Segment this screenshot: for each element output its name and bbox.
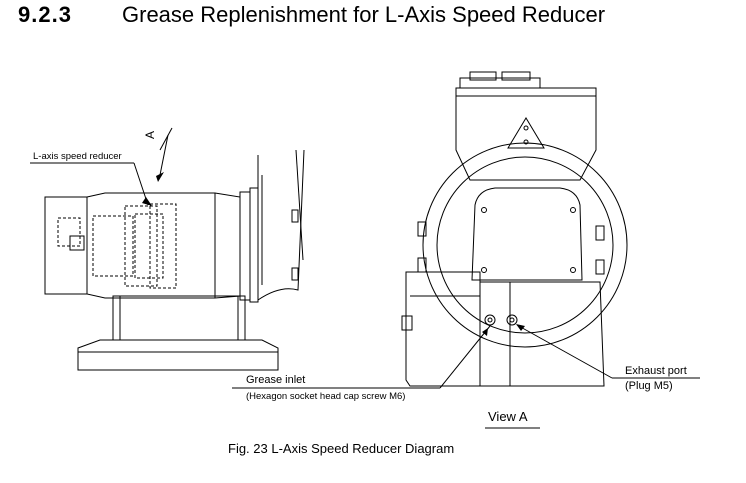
view-arrow-label: A bbox=[143, 130, 158, 140]
figure-caption: Fig. 23 L-Axis Speed Reducer Diagram bbox=[228, 441, 455, 456]
grease-inlet-label: Grease inlet bbox=[246, 374, 306, 386]
section-number: 9.2.3 bbox=[18, 2, 72, 27]
exhaust-port-note: (Plug M5) bbox=[625, 380, 673, 392]
section-title: Grease Replenishment for L-Axis Speed Re… bbox=[122, 2, 606, 27]
section-heading: 9.2.3 Grease Replenishment for L-Axis Sp… bbox=[18, 2, 605, 32]
view-a-label: View A bbox=[488, 409, 528, 424]
grease-inlet-note: (Hexagon socket head cap screw M6) bbox=[246, 391, 406, 402]
l-axis-reducer-label: L-axis speed reducer bbox=[33, 151, 122, 162]
side-view bbox=[30, 127, 305, 371]
exhaust-port-label: Exhaust port bbox=[625, 365, 687, 377]
view-a bbox=[232, 71, 700, 429]
